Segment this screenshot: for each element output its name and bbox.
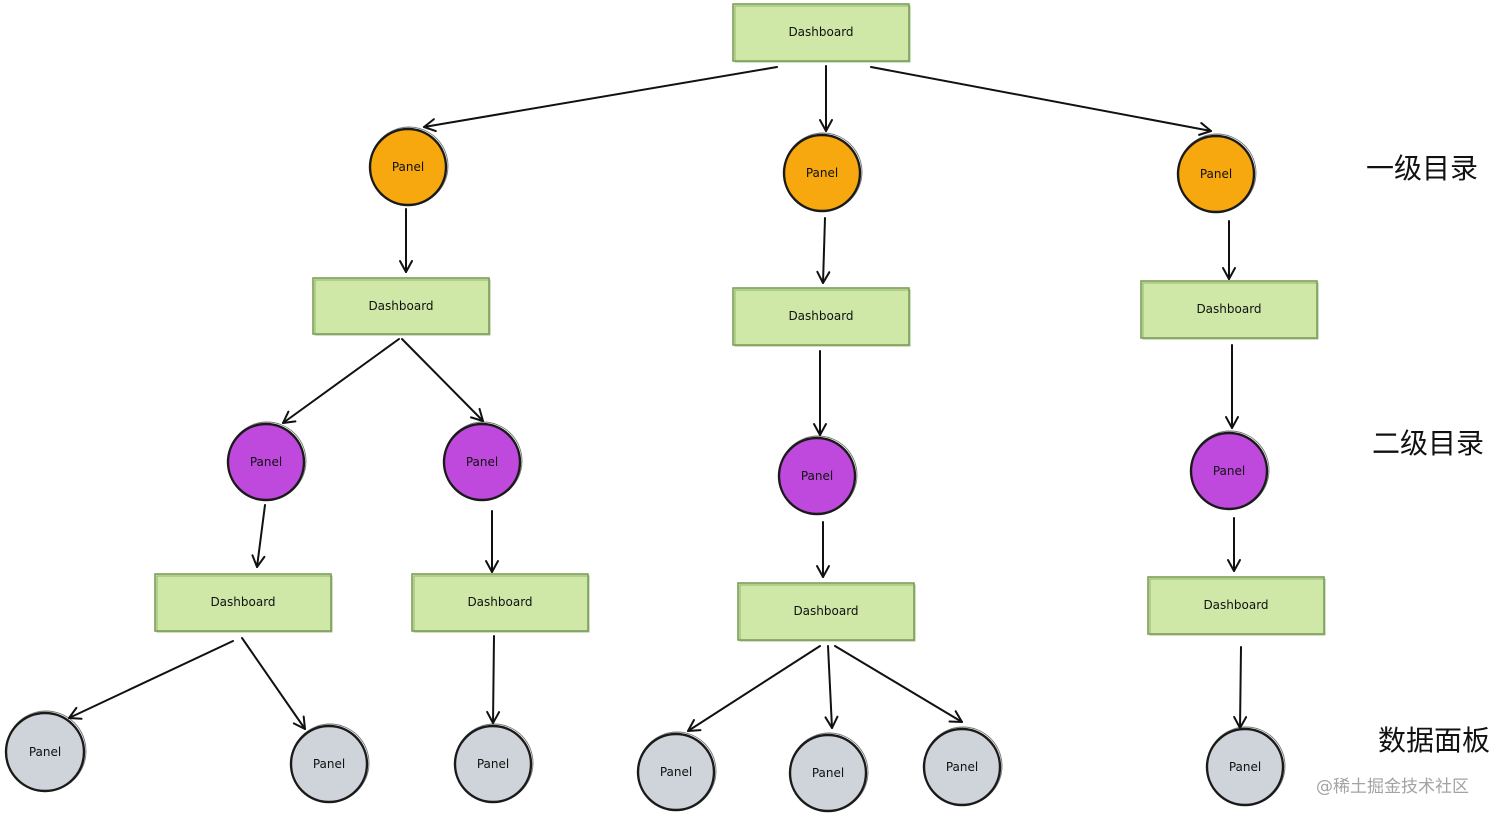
panel-node-level2: Panel — [442, 421, 523, 502]
panel-node-level3: Panel — [1205, 726, 1286, 807]
dashboard-box — [312, 277, 490, 335]
panel-circle-sketch — [637, 731, 717, 811]
dashboard-node-level1: Dashboard — [732, 287, 911, 347]
dashboard-box — [732, 3, 910, 62]
dashboard-node-level2: Dashboard — [1147, 576, 1326, 636]
edge-arrow — [282, 338, 400, 424]
edge-arrow — [687, 645, 821, 732]
dashboard-node-level2: Dashboard — [737, 582, 916, 642]
panel-node-level1: Panel — [368, 126, 449, 207]
edge-arrow — [401, 338, 484, 422]
dashboard-node-level2: Dashboard — [411, 573, 590, 633]
watermark: @稀土掘金技术社区 — [1316, 777, 1469, 797]
edge-arrow — [251, 504, 266, 568]
node-label: Panel — [812, 766, 844, 780]
dashboard-node-level2: Dashboard — [154, 573, 333, 633]
panel-node-level1: Panel — [1176, 133, 1257, 214]
node-label: Dashboard — [467, 595, 532, 609]
dashboard-node-level1: Dashboard — [1140, 280, 1319, 340]
panel-circle-sketch — [454, 723, 534, 803]
panel-circle-sketch — [789, 732, 869, 812]
dashboard-box — [1140, 280, 1318, 339]
panel-node-level3: Panel — [289, 723, 370, 804]
panel-circle-sketch — [5, 710, 87, 792]
node-label: Panel — [466, 455, 498, 469]
node-label: Panel — [29, 745, 61, 759]
node-label: Dashboard — [368, 299, 433, 313]
dashboard-box — [737, 582, 915, 641]
edges — [68, 65, 1248, 732]
dashboard-box-outline — [156, 575, 333, 633]
dashboard-box — [1147, 576, 1325, 635]
panel-circle-sketch — [778, 435, 858, 515]
panel-circle-sketch — [1206, 726, 1286, 806]
node-label: Panel — [477, 757, 509, 771]
panel-circle-sketch — [1190, 430, 1270, 510]
panel-circle-sketch — [227, 421, 307, 501]
node-label: Panel — [1213, 464, 1245, 478]
node-label: Dashboard — [793, 604, 858, 618]
panel-node-level1: Panel — [782, 132, 863, 213]
edge-arrow — [241, 637, 306, 730]
panel-node-level2: Panel — [1189, 430, 1270, 511]
node-label: Panel — [392, 160, 424, 174]
node-label: Dashboard — [1203, 598, 1268, 612]
panel-circle-sketch — [290, 723, 370, 803]
panel-node-level2: Panel — [777, 435, 858, 516]
node-label: Panel — [313, 757, 345, 771]
panel-node-level3: Panel — [636, 731, 717, 812]
node-label: Dashboard — [788, 25, 853, 39]
node-label: Dashboard — [788, 309, 853, 323]
node-label: Dashboard — [210, 595, 275, 609]
level-label-data-panel: 数据面板 — [1378, 724, 1490, 757]
dashboard-node-level1: Dashboard — [312, 277, 491, 336]
panel-node-level3: Panel — [4, 710, 87, 793]
panel-circle-sketch — [783, 132, 863, 212]
dashboard-box-outline — [734, 5, 911, 63]
dashboard-node-root: Dashboard — [732, 3, 911, 63]
panel-node-level3: Panel — [453, 723, 534, 804]
panel-circle-sketch — [1177, 133, 1257, 213]
dashboard-box-outline — [413, 575, 590, 633]
edge-arrow — [816, 217, 831, 284]
node-label: Panel — [806, 166, 838, 180]
edge-arrow — [423, 66, 778, 133]
node-label: Panel — [801, 469, 833, 483]
dashboard-box-outline — [1149, 578, 1326, 636]
edge-arrow — [870, 66, 1212, 136]
panel-node-level2: Panel — [226, 421, 307, 502]
node-label: Dashboard — [1196, 302, 1261, 316]
panel-circle-sketch — [923, 726, 1003, 806]
edge-arrow — [824, 645, 839, 729]
dashboard-box — [154, 573, 332, 632]
panel-node-level3: Panel — [788, 732, 869, 813]
edge-arrow — [68, 640, 234, 720]
dashboard-box — [732, 287, 910, 346]
dashboard-box-outline — [739, 584, 916, 642]
node-label: Panel — [1229, 760, 1261, 774]
dashboard-box-outline — [314, 279, 491, 336]
node-label: Panel — [1200, 167, 1232, 181]
edge-arrow — [834, 645, 963, 723]
node-label: Panel — [660, 765, 692, 779]
level-label-first: 一级目录 — [1366, 152, 1478, 185]
edge-arrow — [1233, 646, 1248, 729]
edge-arrow — [486, 635, 501, 724]
node-label: Panel — [946, 760, 978, 774]
dashboard-box — [411, 573, 589, 632]
panel-circle-sketch — [443, 421, 523, 501]
panel-circle-sketch — [369, 126, 449, 206]
dashboard-box-outline — [1142, 282, 1319, 340]
dashboard-box-outline — [734, 289, 911, 347]
node-label: Panel — [250, 455, 282, 469]
panel-node-level3: Panel — [922, 726, 1003, 807]
level-label-second: 二级目录 — [1372, 427, 1484, 460]
